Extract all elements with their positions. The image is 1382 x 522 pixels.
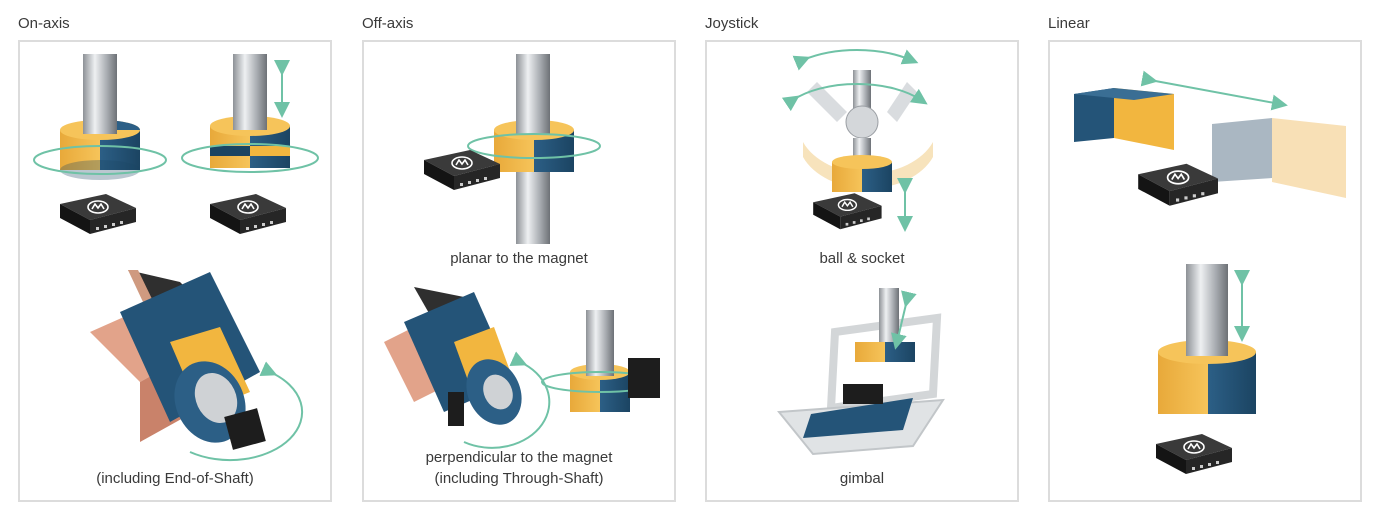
category-title: Linear [1048,15,1090,32]
gimbal [777,288,945,456]
rotation-arrow-icon [467,133,601,159]
joystick-illustration [777,49,945,456]
chip-logo-icon [628,358,660,398]
off-axis-illustration [384,54,660,449]
chip-logo-icon [812,192,883,230]
caption-planar: planar to the magnet [450,250,588,267]
chip-logo-icon [1137,162,1219,207]
category-title: Off-axis [362,15,414,32]
rotation-arrow-icon [792,49,919,71]
on-axis-illustration [33,54,319,462]
caption-perpendicular: perpendicular to the magnet [425,449,613,466]
linear-arrow-icon [891,290,917,350]
bar-magnet-back [1212,118,1346,198]
bar-magnet-front [1074,88,1174,150]
end-of-shaft-motor [90,270,266,450]
rotation-arrow-icon [181,143,319,173]
off-axis-panel: planar to the magnet perpendicular to th… [362,40,676,502]
rotation-arrow-icon [33,145,167,175]
linear-arrow-icon [1140,70,1288,111]
category-title: On-axis [18,15,70,32]
caption-gimbal: gimbal [839,470,885,487]
on-axis-panel: (including End-of-Shaft) [18,40,332,502]
caption-end-of-shaft: (including End-of-Shaft) [96,470,254,487]
rotation-arrow-icon [781,83,928,112]
chip-logo-icon [1155,433,1233,475]
linear-illustration [1074,70,1346,475]
caption-through-shaft: (including Through-Shaft) [434,470,604,487]
joystick-panel: ball & socket gimbal [705,40,1019,502]
rotation-arrow-icon [463,351,551,449]
diametric-magnet [60,54,140,180]
rotation-arrow-icon [189,361,304,462]
category-title: Joystick [705,15,759,32]
chip-logo-icon [59,193,137,235]
axial-magnet [210,54,290,168]
small-magnet [570,310,630,412]
caption-ball-socket: ball & socket [819,250,905,267]
cylindrical-magnet [1158,264,1256,414]
through-shaft-magnet [494,54,574,244]
through-shaft-motor [384,287,522,426]
chip-logo-icon [423,149,501,191]
chip-logo-icon [209,193,287,235]
linear-panel [1048,40,1362,502]
